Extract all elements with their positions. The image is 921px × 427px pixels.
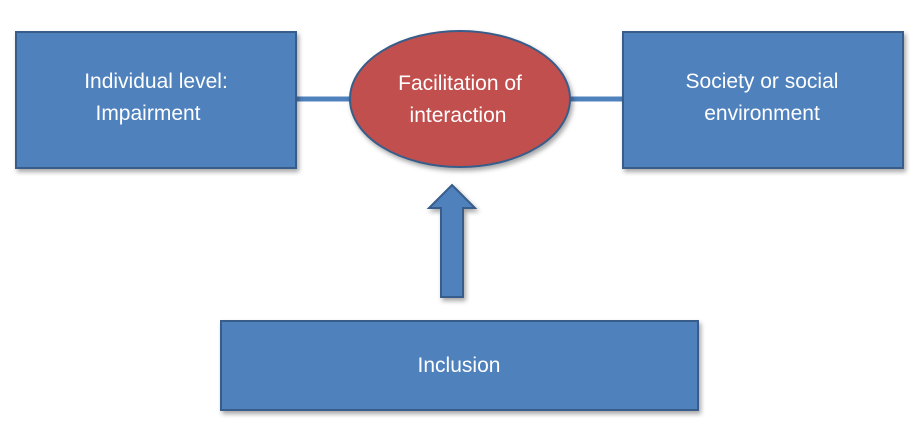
facilitation-line1: Facilitation of — [398, 72, 522, 95]
facilitation-ellipse: Facilitation of interaction — [349, 30, 571, 168]
facilitation-line2: interaction — [410, 104, 507, 127]
up-arrow-icon — [426, 183, 478, 298]
society-environment-line1: Society or social — [686, 70, 839, 93]
society-environment-box: Society or social environment — [622, 31, 904, 169]
individual-level-box: Individual level: Impairment — [15, 31, 297, 169]
inclusion-label: Inclusion — [418, 354, 501, 377]
individual-level-line1: Individual level: — [84, 70, 228, 93]
individual-level-line2: Impairment — [95, 102, 200, 125]
society-environment-line2: environment — [704, 102, 820, 125]
inclusion-box: Inclusion — [220, 320, 699, 411]
